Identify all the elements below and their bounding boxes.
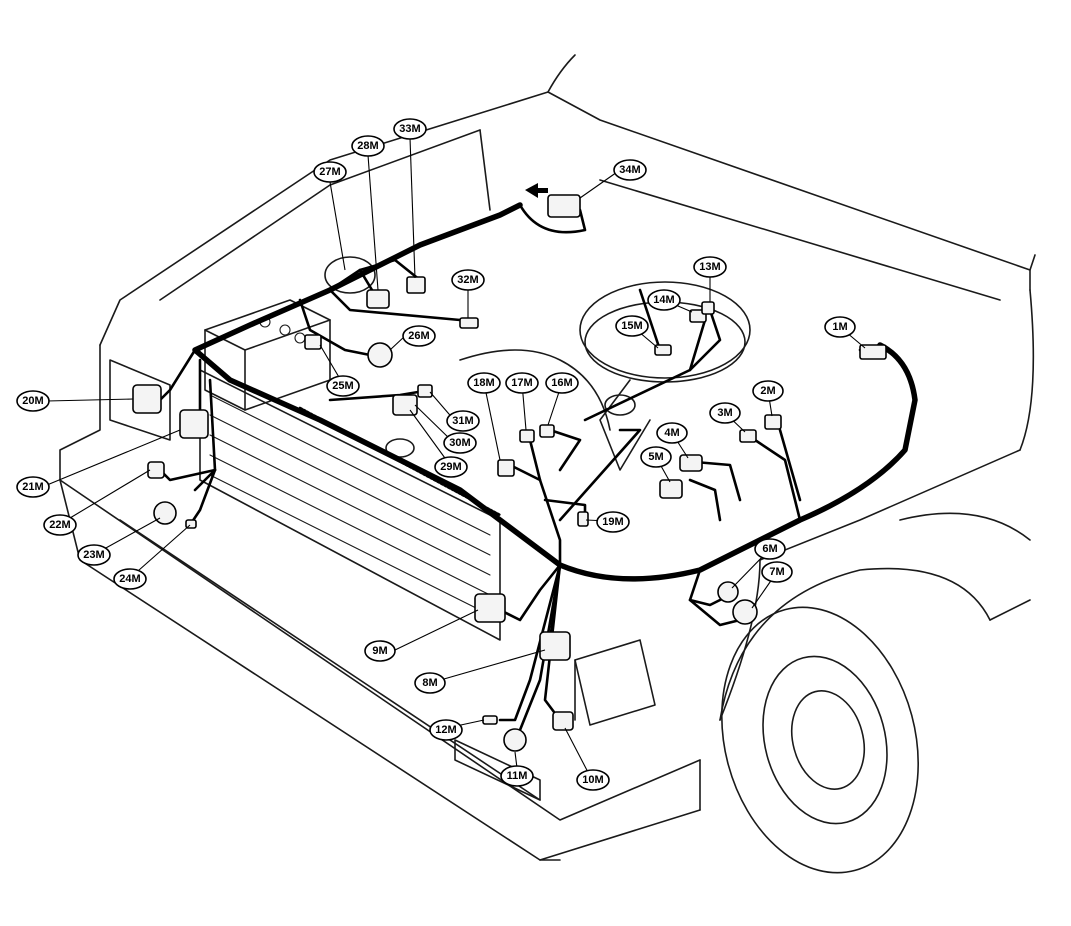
callout-26M: 26M <box>402 325 436 347</box>
callout-label: 2M <box>760 385 775 397</box>
callout-label: 16M <box>551 377 572 389</box>
callout-label: 23M <box>83 549 104 561</box>
callout-32M: 32M <box>451 269 485 291</box>
callout-label: 30M <box>449 437 470 449</box>
callout-label: 6M <box>762 543 777 555</box>
callout-label: 9M <box>372 645 387 657</box>
callout-label: 15M <box>621 320 642 332</box>
callout-16M: 16M <box>545 372 579 394</box>
callout-label: 3M <box>717 407 732 419</box>
callout-label: 4M <box>664 427 679 439</box>
callout-20M: 20M <box>16 390 50 412</box>
callout-label: 5M <box>648 451 663 463</box>
callout-label: 26M <box>408 330 429 342</box>
callout-label: 12M <box>435 724 456 736</box>
callout-8M: 8M <box>414 672 446 694</box>
callout-6M: 6M <box>754 538 786 560</box>
callout-label: 19M <box>602 516 623 528</box>
callout-label: 21M <box>22 481 43 493</box>
callout-18M: 18M <box>467 372 501 394</box>
callout-label: 8M <box>422 677 437 689</box>
callout-label: 34M <box>619 164 640 176</box>
callout-13M: 13M <box>693 256 727 278</box>
callout-11M: 11M <box>500 765 534 787</box>
callout-2M: 2M <box>752 380 784 402</box>
callout-7M: 7M <box>761 561 793 583</box>
callout-label: 17M <box>511 377 532 389</box>
callout-4M: 4M <box>656 422 688 444</box>
callout-labels: 1M 2M 3M 4M 5M 6M 7M 8M 9M 10M 11M 12M 1… <box>16 118 856 791</box>
callout-label: 28M <box>357 140 378 152</box>
wiring-harness <box>158 202 918 732</box>
callout-28M: 28M <box>351 135 385 157</box>
callout-label: 7M <box>769 566 784 578</box>
callout-label: 29M <box>440 461 461 473</box>
callout-33M: 33M <box>393 118 427 140</box>
callout-1M: 1M <box>824 316 856 338</box>
callout-21M: 21M <box>16 476 50 498</box>
callout-label: 31M <box>452 415 473 427</box>
callout-label: 11M <box>507 770 528 782</box>
callout-3M: 3M <box>709 402 741 424</box>
connectors <box>132 194 887 752</box>
direction-arrow <box>525 183 548 198</box>
callout-15M: 15M <box>615 315 649 337</box>
callout-label: 25M <box>332 380 353 392</box>
callout-label: 27M <box>319 166 340 178</box>
callout-17M: 17M <box>505 372 539 394</box>
callout-label: 14M <box>653 294 674 306</box>
callout-24M: 24M <box>113 568 147 590</box>
callout-31M: 31M <box>446 410 480 432</box>
car-body-outline <box>59 54 1036 874</box>
callout-10M: 10M <box>576 769 610 791</box>
callout-30M: 30M <box>443 432 477 454</box>
callout-23M: 23M <box>77 544 111 566</box>
callout-25M: 25M <box>326 375 360 397</box>
callout-5M: 5M <box>640 446 672 468</box>
callout-29M: 29M <box>434 456 468 478</box>
callout-19M: 19M <box>596 511 630 533</box>
callout-label: 24M <box>119 573 140 585</box>
callout-label: 13M <box>699 261 720 273</box>
callout-label: 1M <box>832 321 847 333</box>
callout-14M: 14M <box>647 289 681 311</box>
callout-12M: 12M <box>429 719 463 741</box>
callout-label: 10M <box>582 774 603 786</box>
callout-label: 32M <box>457 274 478 286</box>
callout-27M: 27M <box>313 161 347 183</box>
callout-label: 20M <box>22 395 43 407</box>
callout-label: 22M <box>49 519 70 531</box>
callout-34M: 34M <box>613 159 647 181</box>
callout-label: 33M <box>399 123 420 135</box>
callout-label: 18M <box>473 377 494 389</box>
callout-22M: 22M <box>43 514 77 536</box>
callout-9M: 9M <box>364 640 396 662</box>
